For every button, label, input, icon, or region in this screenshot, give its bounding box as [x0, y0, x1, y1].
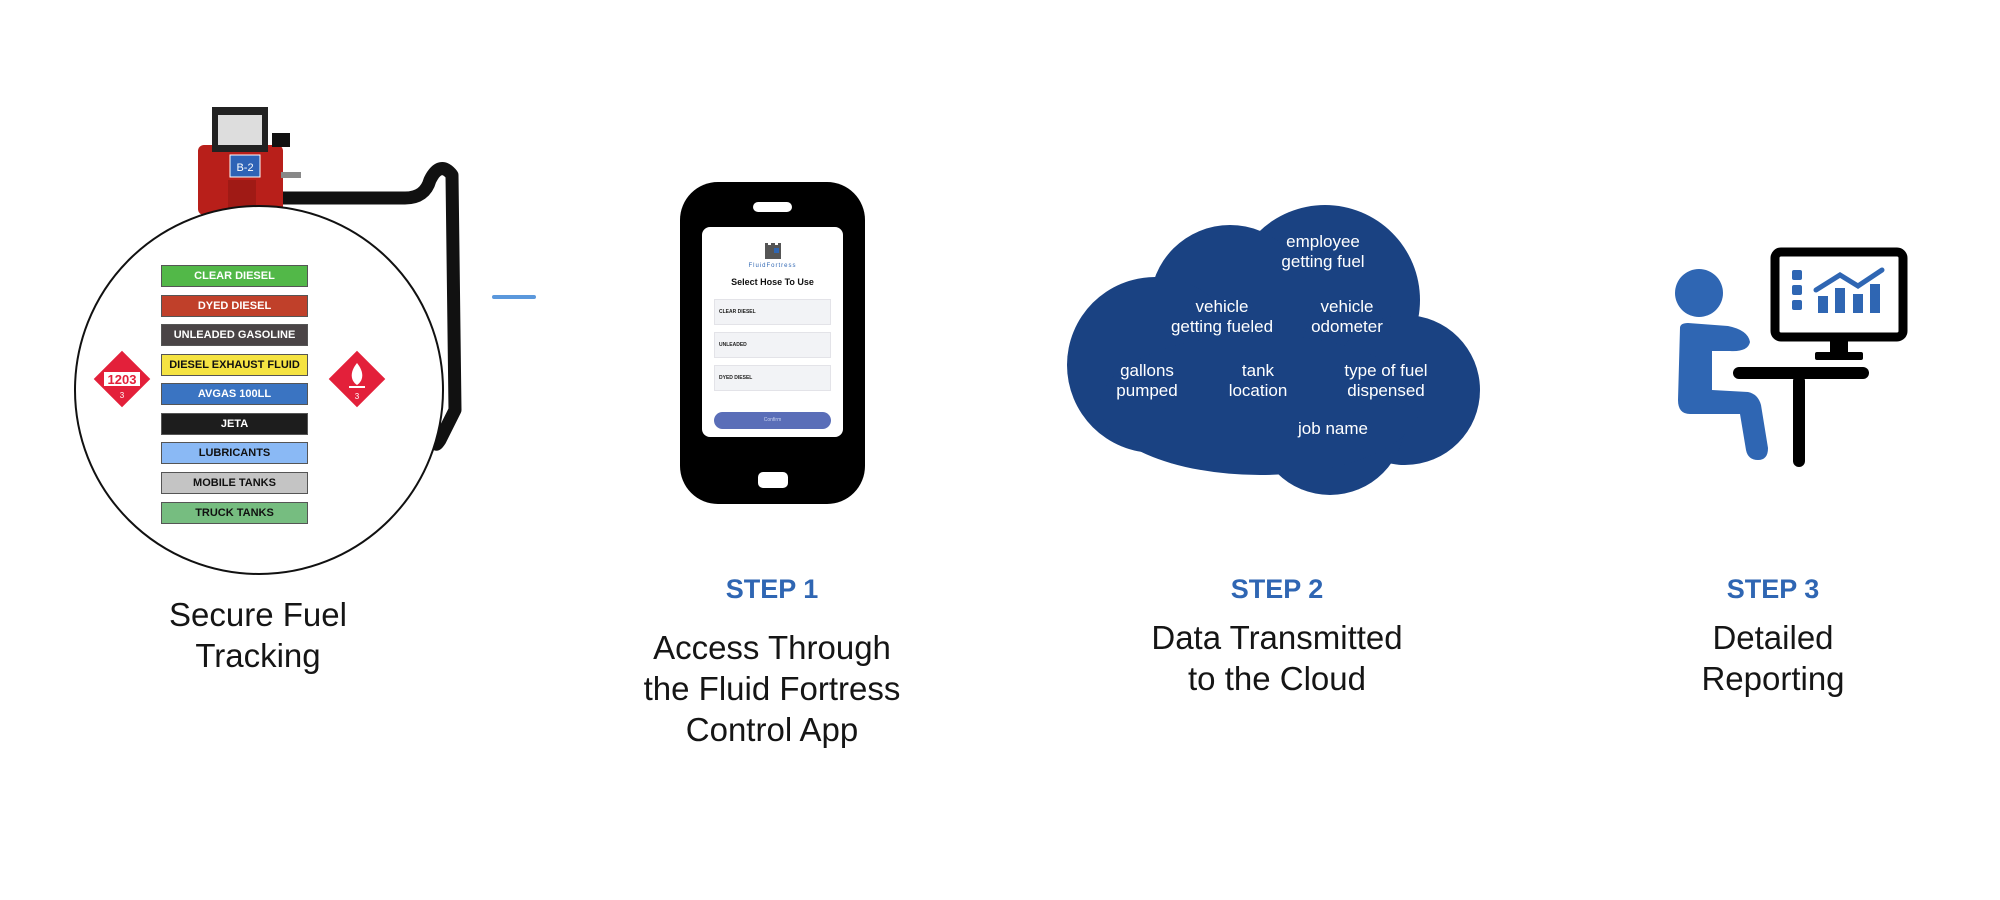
fuel-type-label: UNLEADED GASOLINE — [161, 324, 308, 346]
fuel-type-label: TRUCK TANKS — [161, 502, 308, 524]
fuel-type-label: JETA — [161, 413, 308, 435]
reporting-icon — [1675, 247, 1908, 467]
phone-illustration: FluidFortress Select Hose To Use CLEAR D… — [680, 182, 865, 504]
phone-home-button — [758, 472, 788, 488]
caption-line: Reporting — [1701, 660, 1845, 697]
caption-line: Access Through — [653, 629, 891, 666]
cloud-icon — [1067, 205, 1480, 495]
fuel-type-label: AVGAS 100LL — [161, 383, 308, 405]
fuel-type-label: CLEAR DIESEL — [161, 265, 308, 287]
hazard-placard-1203-icon: 1203 3 — [90, 347, 154, 411]
pump-label: B-2 — [236, 162, 253, 174]
caption-line: Secure Fuel — [169, 596, 347, 633]
caption-line: Detailed — [1712, 619, 1834, 656]
fuel-type-label: MOBILE TANKS — [161, 472, 308, 494]
caption-line: Data Transmitted — [1151, 619, 1403, 656]
svg-text:1203: 1203 — [108, 372, 137, 387]
app-screen: FluidFortress Select Hose To Use CLEAR D… — [702, 227, 843, 437]
hose-option[interactable]: DYED DIESEL — [714, 365, 831, 391]
app-title: Select Hose To Use — [731, 277, 814, 287]
flammable-placard-icon: 3 — [325, 347, 389, 411]
svg-text:3: 3 — [355, 392, 360, 401]
step-label: STEP 1 — [725, 574, 819, 604]
caption-line: Control App — [685, 711, 859, 748]
intro-caption: Secure Fuel Tracking — [98, 594, 418, 676]
hose — [275, 162, 462, 451]
connector-dash — [492, 295, 536, 299]
svg-text:3: 3 — [120, 391, 125, 400]
hose-option[interactable]: CLEAR DIESEL — [714, 299, 831, 325]
fuel-pump-illustration: B-2 — [198, 107, 462, 451]
fuel-type-label: DIESEL EXHAUST FLUID — [161, 354, 308, 376]
caption-line: the Fluid Fortress — [643, 670, 901, 707]
phone-speaker — [753, 202, 792, 212]
step-label: STEP 3 — [1726, 574, 1820, 604]
step1-caption: Access Through the Fluid Fortress Contro… — [612, 627, 932, 750]
cloud-item: job name — [1298, 419, 1368, 438]
confirm-button[interactable]: Confirm — [714, 412, 831, 429]
fuel-type-label: DYED DIESEL — [161, 295, 308, 317]
hose-option[interactable]: UNLEADED — [714, 332, 831, 358]
caption-line: to the Cloud — [1188, 660, 1366, 697]
fuel-type-label: LUBRICANTS — [161, 442, 308, 464]
fluid-fortress-logo-icon — [765, 243, 781, 259]
app-brand: FluidFortress — [748, 263, 797, 269]
step-label: STEP 2 — [1230, 574, 1324, 604]
caption-line: Tracking — [195, 637, 321, 674]
step3-caption: Detailed Reporting — [1613, 617, 1933, 699]
step2-caption: Data Transmitted to the Cloud — [1117, 617, 1437, 699]
